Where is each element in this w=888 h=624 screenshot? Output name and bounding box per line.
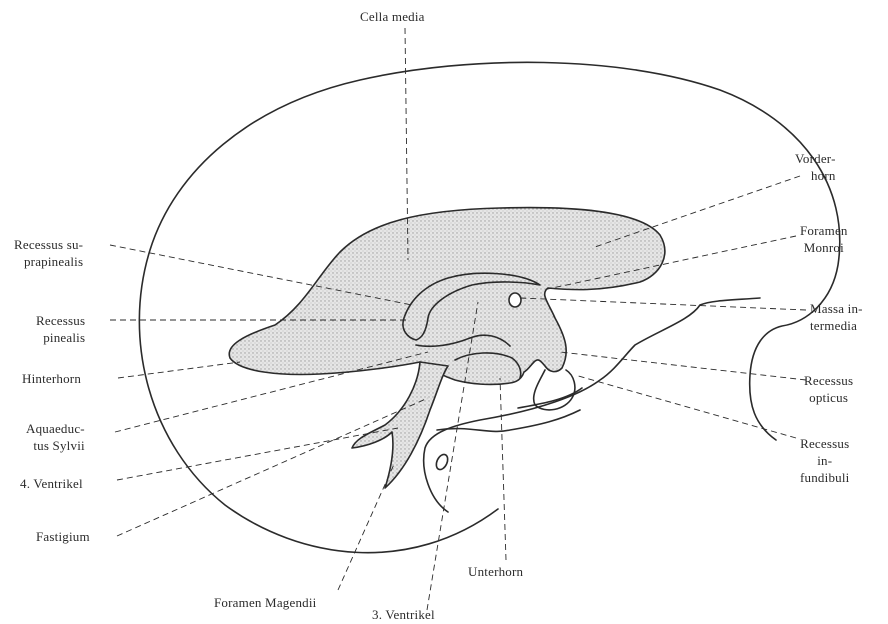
label-recessus-infundibuli: Recessus in- fundibuli: [800, 435, 849, 486]
label-foramen-monroi-line2: Monroi: [800, 239, 848, 256]
label-recessus-suprapinealis-line1: Recessus su-: [14, 236, 83, 253]
leader-unterhorn: [500, 378, 506, 560]
label-unterhorn: Unterhorn: [468, 563, 523, 580]
label-massa-intermedia-line1: Massa in-: [810, 300, 863, 317]
leader-recessus-infundibuli: [575, 375, 796, 438]
label-recessus-pinealis-line1: Recessus: [36, 312, 85, 329]
label-recessus-suprapinealis-line2: prapinealis: [14, 253, 83, 270]
leader-4-ventrikel: [117, 428, 398, 480]
leader-fastigium: [117, 398, 428, 536]
label-foramen-magendii: Foramen Magendii: [214, 594, 316, 611]
label-foramen-monroi: Foramen Monroi: [800, 222, 848, 256]
label-recessus-opticus-line1: Recessus: [804, 372, 853, 389]
label-recessus-infundibuli-line2: in-: [800, 452, 849, 469]
label-4-ventrikel: 4. Ventrikel: [20, 475, 83, 492]
cerebellum-oval: [434, 453, 450, 472]
label-massa-intermedia-line2: termedia: [810, 317, 863, 334]
label-recessus-suprapinealis: Recessus su- prapinealis: [14, 236, 83, 270]
label-fastigium: Fastigium: [36, 528, 90, 545]
massa-intermedia-shape: [509, 293, 521, 307]
leader-hinterhorn: [118, 362, 240, 378]
label-recessus-infundibuli-line3: fundibuli: [800, 469, 849, 486]
leader-massa-intermedia: [520, 298, 806, 310]
label-recessus-opticus-line2: opticus: [804, 389, 853, 406]
leader-recessus-opticus: [560, 352, 806, 380]
label-recessus-infundibuli-line1: Recessus: [800, 435, 849, 452]
label-hinterhorn: Hinterhorn: [22, 370, 81, 387]
label-foramen-monroi-line1: Foramen: [800, 222, 848, 239]
label-aquaeductus-sylvii: Aquaeduc- tus Sylvii: [26, 420, 85, 454]
label-vorderhorn-line1: Vorder-: [795, 150, 836, 167]
label-recessus-opticus: Recessus opticus: [804, 372, 853, 406]
label-aquaeductus-sylvii-line2: tus Sylvii: [26, 437, 85, 454]
label-recessus-pinealis-line2: pinealis: [36, 329, 85, 346]
label-vorderhorn: Vorder- horn: [795, 150, 836, 184]
label-3-ventrikel: 3. Ventrikel: [372, 606, 435, 623]
label-aquaeductus-sylvii-line1: Aquaeduc-: [26, 420, 85, 437]
label-cella-media: Cella media: [360, 8, 425, 25]
label-vorderhorn-line2: horn: [795, 167, 836, 184]
label-recessus-pinealis: Recessus pinealis: [36, 312, 85, 346]
label-massa-intermedia: Massa in- termedia: [810, 300, 863, 334]
